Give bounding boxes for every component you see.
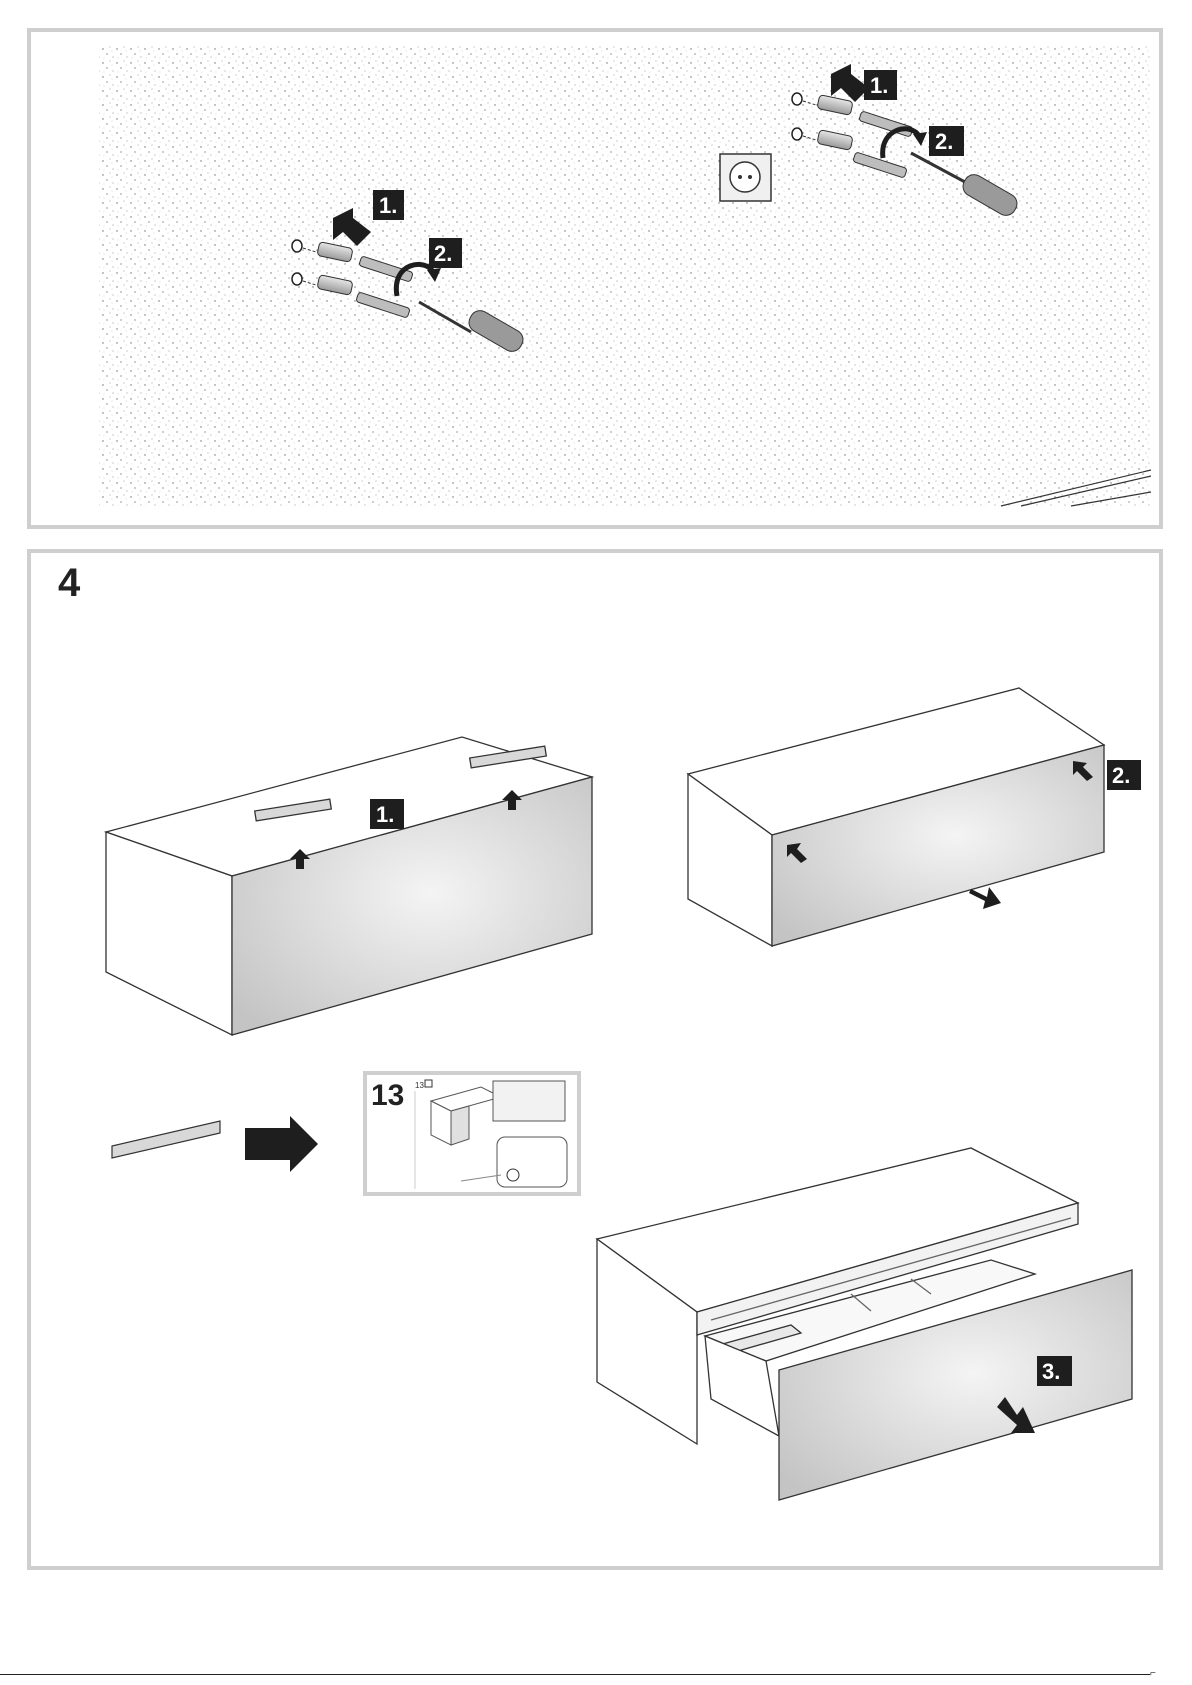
svg-text:1.: 1.: [379, 193, 397, 218]
svg-text:3.: 3.: [1042, 1359, 1060, 1384]
step-badge: 2.: [429, 238, 462, 268]
arrow-icon: [969, 887, 1001, 909]
step-badge: 1.: [864, 70, 897, 100]
rail-reference-group: 13 13: [112, 1073, 579, 1194]
rail-strip: [112, 1121, 220, 1158]
svg-text:1.: 1.: [376, 802, 394, 827]
cabinet-step-1: 1.: [106, 737, 592, 1035]
page-bottom-rule: [0, 1674, 1150, 1675]
reference-thumbnail: 13 13: [365, 1073, 579, 1194]
step-badge: 1.: [373, 190, 404, 220]
step-badge: 3.: [1037, 1356, 1072, 1386]
wall-mounting-illustration: 1. 2.: [31, 32, 1159, 525]
svg-text:1.: 1.: [870, 73, 888, 98]
drill-hole-icon: [792, 128, 802, 140]
step-badge: 1.: [370, 799, 404, 829]
svg-text:13: 13: [415, 1081, 424, 1090]
cabinet-illustration: 1. 2. 13 13: [31, 553, 1159, 1566]
svg-text:2.: 2.: [434, 241, 452, 266]
svg-text:2.: 2.: [935, 129, 953, 154]
wall-mounting-panel: 1. 2.: [27, 28, 1163, 529]
step-4-panel: 4 1.: [27, 549, 1163, 1570]
drill-hole-icon: [792, 93, 802, 105]
cabinet-with-drawer: 3.: [597, 1148, 1132, 1500]
drill-hole-icon: [292, 240, 302, 252]
wall-texture: [99, 46, 1151, 506]
power-socket-icon: [720, 154, 771, 201]
cabinet-step-2: 2.: [688, 688, 1141, 946]
corner-mark: ⌐: [1150, 1668, 1156, 1679]
svg-text:2.: 2.: [1112, 763, 1130, 788]
drill-hole-icon: [292, 273, 302, 285]
step-badge: 2.: [1107, 760, 1141, 790]
svg-text:13: 13: [371, 1079, 404, 1112]
arrow-icon: [245, 1116, 318, 1172]
step-badge: 2.: [929, 126, 964, 156]
